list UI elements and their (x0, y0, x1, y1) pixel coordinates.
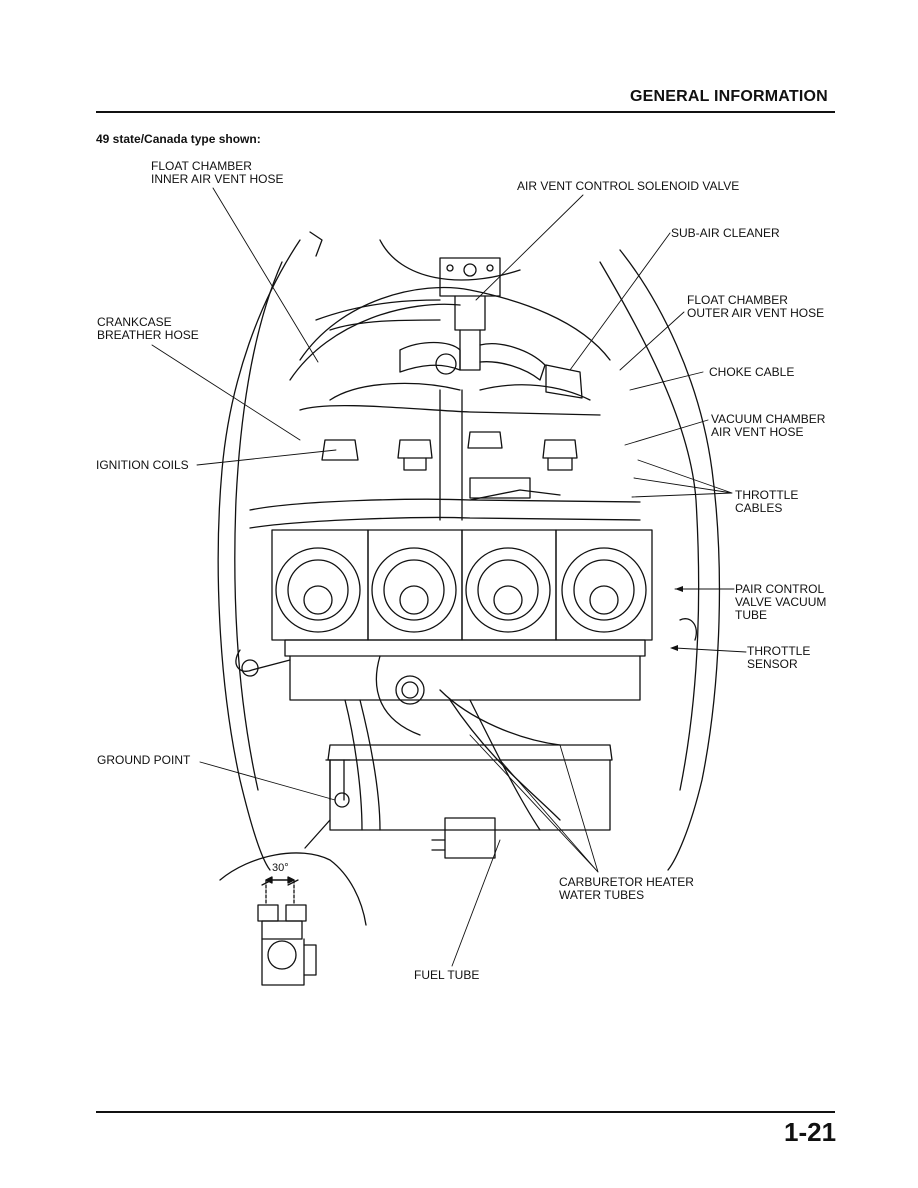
label-vacuum-chamber-air-vent-hose: VACUUM CHAMBER AIR VENT HOSE (711, 412, 826, 439)
label-throttle-sensor: THROTTLE SENSOR (747, 644, 811, 671)
label-ignition-coils: IGNITION COILS (96, 458, 189, 472)
label-angle-30: 30° (272, 862, 289, 874)
leader-arrowheads (670, 586, 683, 651)
label-choke-cable: CHOKE CABLE (709, 365, 795, 379)
label-air-vent-control-solenoid-valve: AIR VENT CONTROL SOLENOID VALVE (517, 179, 740, 193)
frame-outline (217, 231, 721, 871)
page-number: 1-21 (784, 1117, 837, 1147)
page-header-title: GENERAL INFORMATION (630, 88, 828, 105)
label-throttle-cables: THROTTLE CABLES (735, 488, 799, 515)
lower-crossmember (235, 618, 697, 859)
label-sub-air-cleaner: SUB-AIR CLEANER (671, 226, 780, 240)
label-float-chamber-outer-air-vent-hose: FLOAT CHAMBER OUTER AIR VENT HOSE (687, 293, 825, 320)
label-crankcase-breather-hose: CRANKCASE BREATHER HOSE (97, 315, 199, 342)
figure-caption: 49 state/Canada type shown: (96, 132, 261, 146)
ignition-coils (321, 431, 578, 471)
label-ground-point: GROUND POINT (97, 753, 191, 767)
label-fuel-tube: FUEL TUBE (414, 968, 480, 982)
label-pair-control-valve-vacuum-tube: PAIR CONTROL VALVE VACUUM TUBE (735, 582, 827, 622)
label-float-chamber-inner-air-vent-hose: FLOAT CHAMBER INNER AIR VENT HOSE (151, 159, 284, 186)
central-tubes (249, 389, 641, 529)
inset-detail (219, 819, 367, 986)
header-rule (96, 111, 835, 113)
carburetor-bank (271, 529, 653, 736)
label-carburetor-heater-water-tubes: CARBURETOR HEATER WATER TUBES (559, 875, 694, 902)
ground-point-detail (325, 759, 351, 808)
leader-lines (151, 187, 747, 967)
footer-rule (96, 1111, 835, 1113)
upper-hoses (289, 257, 611, 416)
